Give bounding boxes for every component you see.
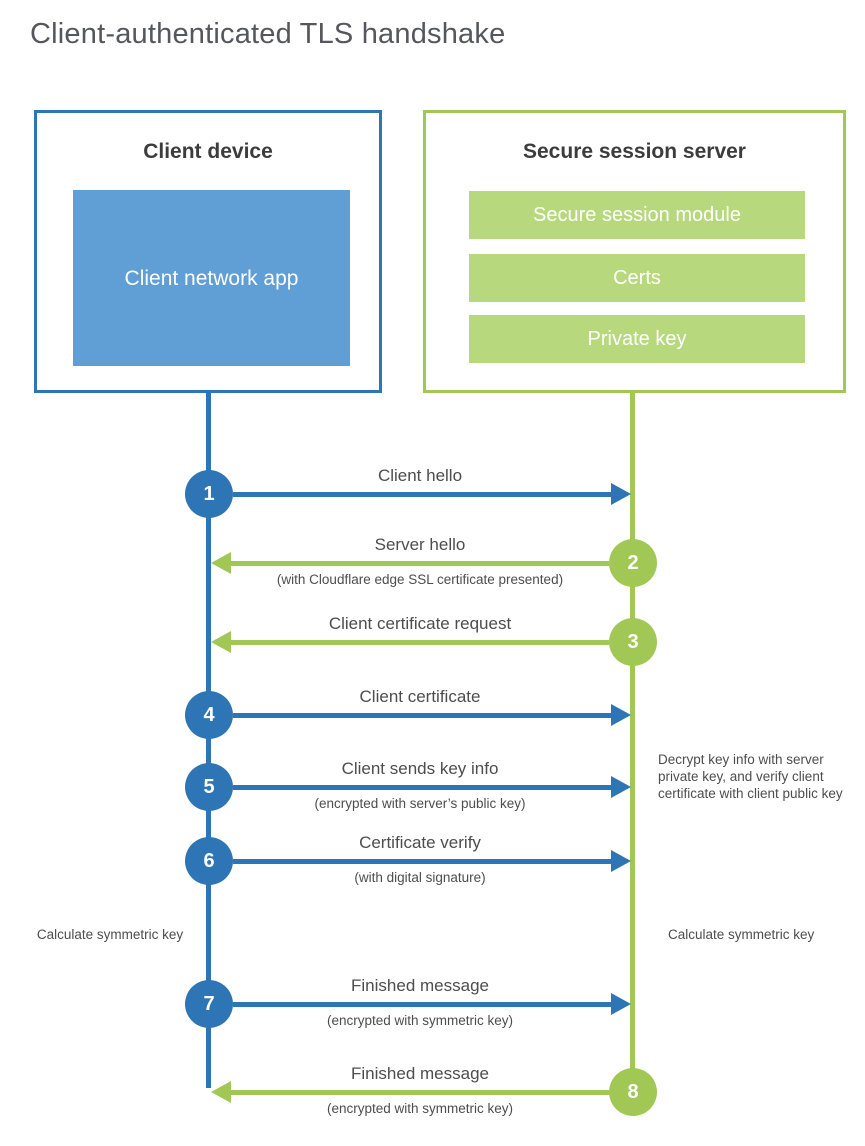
server-module-private-key: Private key <box>469 315 805 363</box>
step-badge: 6 <box>185 837 233 885</box>
step-badge: 5 <box>185 763 233 811</box>
step-badge: 1 <box>185 470 233 518</box>
step-badge: 4 <box>185 691 233 739</box>
arrow-right-icon <box>611 776 631 798</box>
step-badge: 2 <box>609 539 657 587</box>
message-sublabel: (encrypted with server’s public key) <box>314 796 526 811</box>
message-label: Client certificate request <box>328 614 512 633</box>
arrow-right-icon <box>611 704 631 726</box>
decrypt-note: Decrypt key info with server private key… <box>658 752 843 801</box>
server-module-secure-session: Secure session module <box>469 191 805 239</box>
message-label: Client certificate <box>359 687 481 706</box>
arrow-shaft <box>231 640 609 645</box>
arrow-shaft <box>233 713 611 718</box>
message-sublabel: (with Cloudflare edge SSL certificate pr… <box>276 572 564 587</box>
secure-session-server-title: Secure session server <box>523 140 746 163</box>
arrow-shaft <box>233 859 611 864</box>
client-network-app-box: Client network app <box>73 190 350 366</box>
message-label: Client sends key info <box>341 759 499 778</box>
client-device-title: Client device <box>143 140 273 163</box>
client-lifeline <box>206 393 211 1088</box>
client-device-box: Client device Client network app <box>34 110 382 393</box>
message-sublabel: (encrypted with symmetric key) <box>326 1101 514 1116</box>
step-badge: 3 <box>609 618 657 666</box>
page-title: Client-authenticated TLS handshake <box>30 18 506 50</box>
arrow-right-icon <box>611 993 631 1015</box>
server-lifeline <box>630 393 635 1092</box>
arrow-left-icon <box>211 631 231 653</box>
message-label: Certificate verify <box>359 833 481 852</box>
arrow-left-icon <box>211 552 231 574</box>
arrow-shaft <box>231 561 609 566</box>
message-label: Finished message <box>351 976 489 995</box>
calc-symmetric-key-note-server: Calculate symmetric key <box>668 927 815 942</box>
arrow-shaft <box>233 1002 611 1007</box>
arrow-right-icon <box>611 483 631 505</box>
arrow-left-icon <box>211 1081 231 1103</box>
message-label: Server hello <box>374 535 466 554</box>
step-badge: 8 <box>609 1068 657 1116</box>
message-sublabel: (encrypted with symmetric key) <box>326 1013 514 1028</box>
arrow-shaft <box>231 1090 609 1095</box>
server-module-certs: Certs <box>469 254 805 302</box>
arrow-shaft <box>233 785 611 790</box>
arrow-right-icon <box>611 850 631 872</box>
arrow-shaft <box>233 492 611 497</box>
secure-session-server-box: Secure session server Secure session mod… <box>423 110 846 393</box>
message-sublabel: (with digital signature) <box>354 870 486 885</box>
calc-symmetric-key-note-client: Calculate symmetric key <box>36 927 184 942</box>
message-label: Finished message <box>351 1064 489 1083</box>
message-label: Client hello <box>377 466 463 485</box>
step-badge: 7 <box>185 980 233 1028</box>
